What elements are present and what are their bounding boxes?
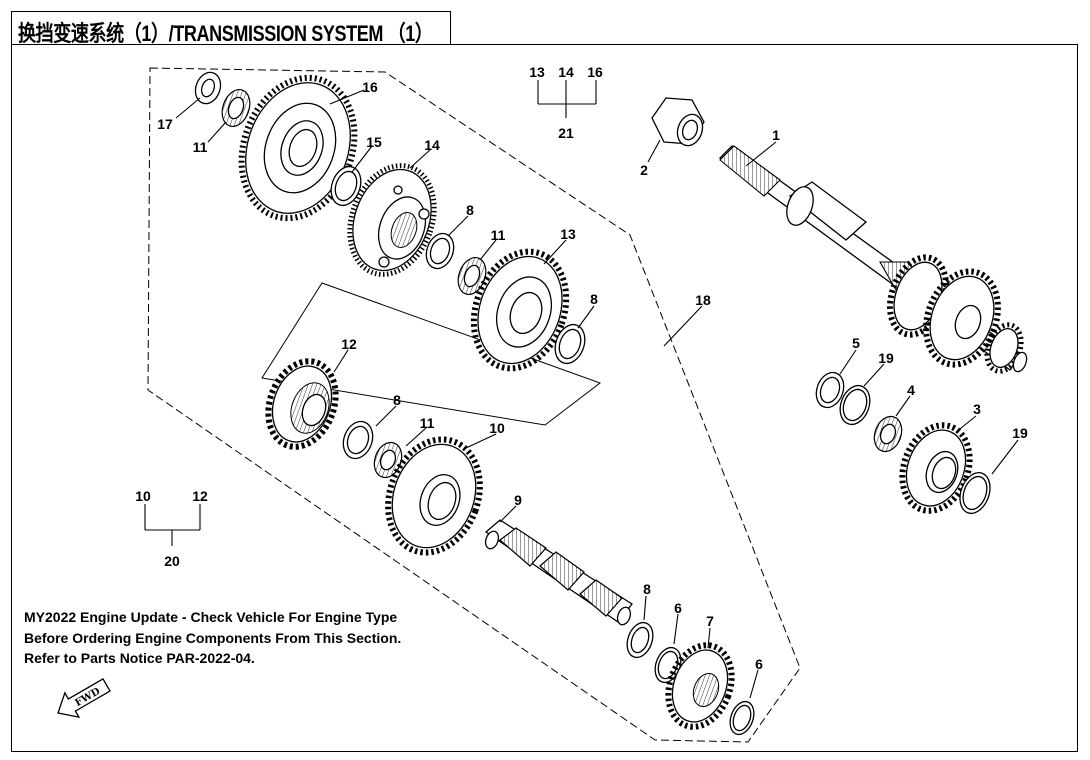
notice-line-2: Before Ordering Engine Components From T… [24, 629, 402, 646]
kit20-part-12: 12 [192, 488, 208, 504]
callout-8-right: 8 [590, 291, 598, 307]
callout-8-upper: 8 [466, 202, 474, 218]
callout-1: 1 [772, 127, 780, 143]
callout-18: 18 [695, 292, 711, 308]
gear-13 [470, 248, 570, 372]
ring-5 [815, 371, 845, 409]
callout-3: 3 [973, 401, 981, 417]
callout-6-lower: 6 [674, 600, 682, 616]
gear-14 [347, 163, 437, 277]
circlip-6-end [729, 700, 755, 736]
callout-19-upper: 19 [878, 350, 894, 366]
countershaft-9 [484, 519, 633, 626]
gear-10 [385, 436, 483, 556]
kit-bracket-20 [144, 504, 201, 546]
callout-11-mid: 11 [491, 227, 506, 243]
needle-bearing-11-mid [457, 257, 487, 295]
washer-15 [330, 165, 362, 207]
gear-12 [265, 358, 339, 450]
gear-16 [238, 74, 358, 222]
kit21-part-16: 16 [587, 64, 603, 80]
diagram-title: 换挡变速系统（1）/TRANSMISSION SYSTEM （1） [18, 21, 433, 46]
title-box: 换挡变速系统（1）/TRANSMISSION SYSTEM （1） [11, 11, 451, 46]
diagram-frame [11, 44, 1078, 752]
engine-update-notice: MY2022 Engine Update - Check Vehicle For… [24, 607, 401, 669]
callout-15: 15 [366, 134, 382, 150]
callout-17: 17 [157, 116, 173, 132]
callout-13: 13 [560, 226, 576, 242]
leader-lines [175, 89, 1019, 699]
callout-4: 4 [907, 382, 915, 398]
callout-7: 7 [706, 613, 714, 629]
ring-8-box [342, 420, 374, 460]
assembly-boundary [147, 67, 801, 743]
ring-8-upper [425, 232, 455, 270]
washer-19-upper [839, 384, 871, 426]
callout-12: 12 [341, 336, 357, 352]
callout-14: 14 [424, 137, 440, 153]
kit-bracket-21 [537, 80, 597, 118]
ring-8-right [554, 323, 586, 365]
callout-19-lower: 19 [1012, 425, 1028, 441]
callout-16: 16 [362, 79, 378, 95]
mainshaft-1 [719, 145, 1028, 374]
needle-bearing-11-box [373, 441, 403, 479]
callout-11-top: 11 [193, 139, 208, 155]
callout-8-box: 8 [393, 392, 401, 408]
callout-6-end: 6 [755, 656, 763, 672]
callout-5: 5 [852, 335, 860, 351]
kit21-part-13: 13 [529, 64, 545, 80]
notice-line-1: MY2022 Engine Update - Check Vehicle For… [24, 609, 398, 625]
nut-2 [651, 97, 705, 147]
gear-7 [665, 642, 735, 730]
kit21-label: 21 [558, 125, 574, 141]
needle-bearing-11-top [221, 89, 251, 127]
gear-3 [899, 422, 973, 514]
washer-19-lower [959, 472, 991, 514]
kit21-part-14: 14 [558, 64, 574, 80]
notice-line-3: Refer to Parts Notice PAR-2022-04. [24, 650, 255, 666]
callout-9: 9 [514, 492, 522, 508]
callouts: 17 11 16 15 14 8 11 13 8 18 12 8 11 10 9… [135, 64, 1028, 672]
callout-8-lower: 8 [643, 581, 651, 597]
callout-11-box: 11 [420, 415, 435, 431]
needle-bearing-4 [873, 415, 903, 453]
callout-10: 10 [489, 420, 505, 436]
callout-2: 2 [640, 162, 648, 178]
ring-8-lower [626, 621, 654, 659]
kit20-part-10: 10 [135, 488, 151, 504]
kit20-label: 20 [164, 553, 180, 569]
fwd-arrow-icon: FWD [57, 678, 111, 719]
washer-17 [194, 71, 222, 105]
